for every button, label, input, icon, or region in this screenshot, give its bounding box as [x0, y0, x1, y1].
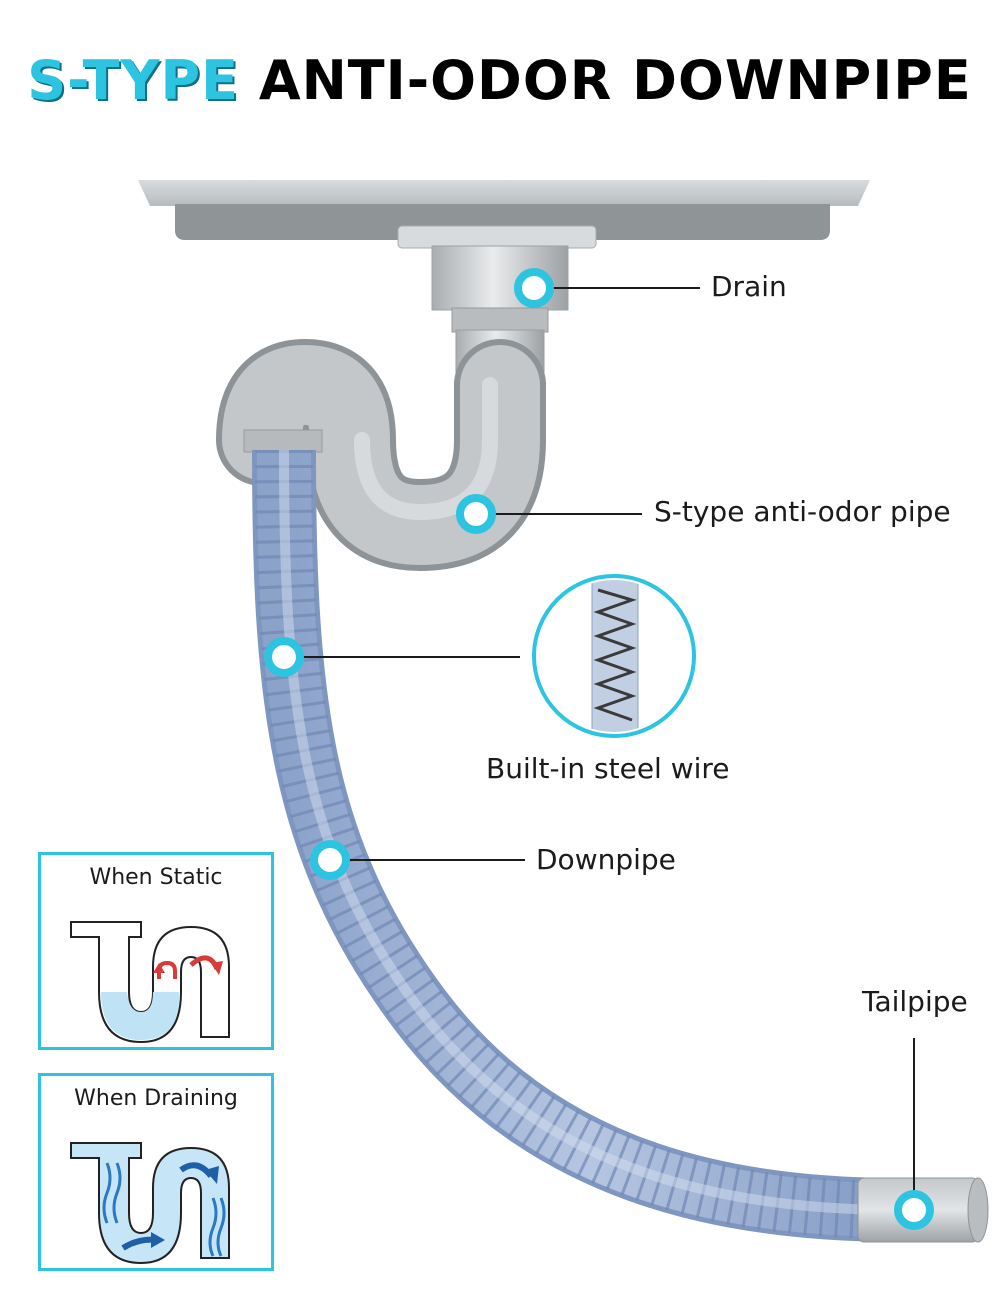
page-title: S-TYPE ANTI-ODOR DOWNPIPE — [0, 48, 999, 114]
callout-markers — [264, 268, 934, 1230]
drain-marker — [514, 268, 554, 308]
static-panel-title: When Static — [89, 865, 223, 890]
draining-trap-icon — [70, 1142, 230, 1265]
static-panel: When Static — [38, 852, 274, 1050]
static-trap-icon — [70, 921, 230, 1044]
tailpipe-marker — [894, 1190, 934, 1230]
steel-wire-marker — [264, 637, 304, 677]
draining-panel-title: When Draining — [74, 1086, 238, 1111]
sink-basin — [138, 180, 870, 240]
title-main: ANTI-ODOR DOWNPIPE — [258, 49, 972, 112]
drain-label: Drain — [711, 270, 787, 303]
downpipe-marker — [310, 840, 350, 880]
s-pipe-marker — [456, 494, 496, 534]
steel-wire-label: Built-in steel wire — [486, 752, 730, 785]
title-accent: S-TYPE — [27, 49, 239, 112]
draining-panel: When Draining — [38, 1073, 274, 1271]
s-pipe-label: S-type anti-odor pipe — [654, 495, 951, 528]
leader-lines — [284, 287, 915, 1210]
downpipe-label: Downpipe — [536, 843, 676, 876]
tailpipe-label: Tailpipe — [862, 985, 968, 1018]
steel-wire-inset — [532, 574, 696, 738]
